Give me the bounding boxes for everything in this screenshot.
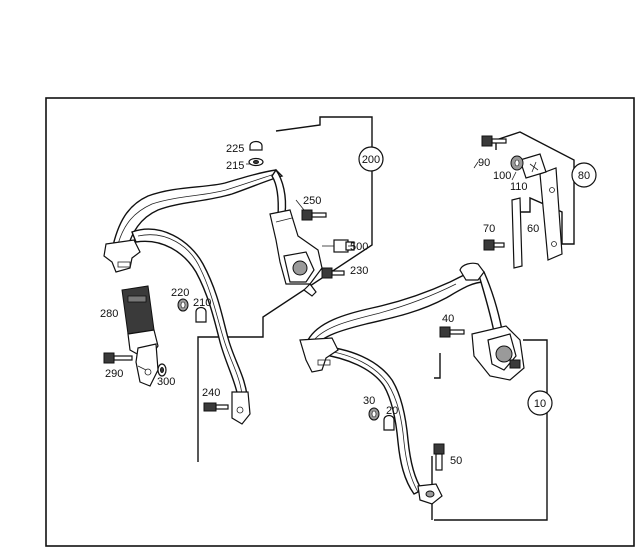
buckle-280 (121, 285, 159, 387)
leader-lines (137, 149, 517, 371)
cap-225 (249, 140, 263, 151)
callout-220: 220 (171, 287, 189, 299)
bolt-250 (301, 209, 327, 221)
callout-30: 30 (363, 395, 375, 407)
callout-300: 300 (157, 376, 175, 388)
washer-30 (368, 407, 380, 421)
callout-circle-200 (358, 146, 384, 172)
callout-90: 90 (478, 157, 490, 169)
group-200-outline (197, 116, 373, 462)
callout-60: 60 (527, 223, 539, 235)
callout-40: 40 (442, 313, 454, 325)
anchor-plate-240 (231, 391, 251, 425)
callout-100: 100 (493, 170, 511, 182)
callout-70: 70 (483, 223, 495, 235)
washer-300 (157, 363, 167, 377)
callout-circle-80 (571, 162, 597, 188)
cover-20 (383, 414, 395, 431)
adjuster-rail-60 (539, 167, 563, 261)
bolt-50 (433, 443, 445, 471)
callout-215: 215 (226, 160, 244, 172)
washer-220 (177, 298, 189, 312)
callout-210: 210 (193, 297, 211, 309)
callout-10: 10 (534, 398, 546, 410)
diagram-frame (45, 97, 635, 547)
callout-290: 290 (105, 368, 123, 380)
callout-labels: 225 215 200 250 500 230 220 210 280 290 … (100, 143, 597, 467)
retractor-200 (269, 209, 323, 297)
bolt-230 (321, 267, 345, 279)
callout-200: 200 (362, 154, 380, 166)
retractor-10 (471, 325, 525, 381)
callout-250: 250 (303, 195, 321, 207)
bolt-90 (481, 135, 507, 147)
callout-225: 225 (226, 143, 244, 155)
callout-circle-10 (527, 390, 553, 416)
washer-100 (510, 155, 524, 171)
callout-500: 500 (350, 241, 368, 253)
bolt-290 (103, 352, 133, 364)
callout-230: 230 (350, 265, 368, 277)
washer-215 (248, 157, 264, 167)
callout-110: 110 (510, 181, 528, 193)
slider-110 (519, 153, 547, 179)
callout-240: 240 (202, 387, 220, 399)
left-belt (103, 168, 287, 398)
guide-bar (511, 197, 523, 269)
callout-50: 50 (450, 455, 462, 467)
bolt-70 (483, 239, 505, 251)
callout-80: 80 (578, 170, 590, 182)
cover-210 (195, 306, 207, 323)
callout-280: 280 (100, 308, 118, 320)
right-belt (299, 262, 503, 495)
anchor-plate-10 (417, 483, 443, 505)
bolt-240 (203, 402, 229, 412)
bolt-40 (439, 326, 465, 338)
callout-20: 20 (386, 405, 398, 417)
